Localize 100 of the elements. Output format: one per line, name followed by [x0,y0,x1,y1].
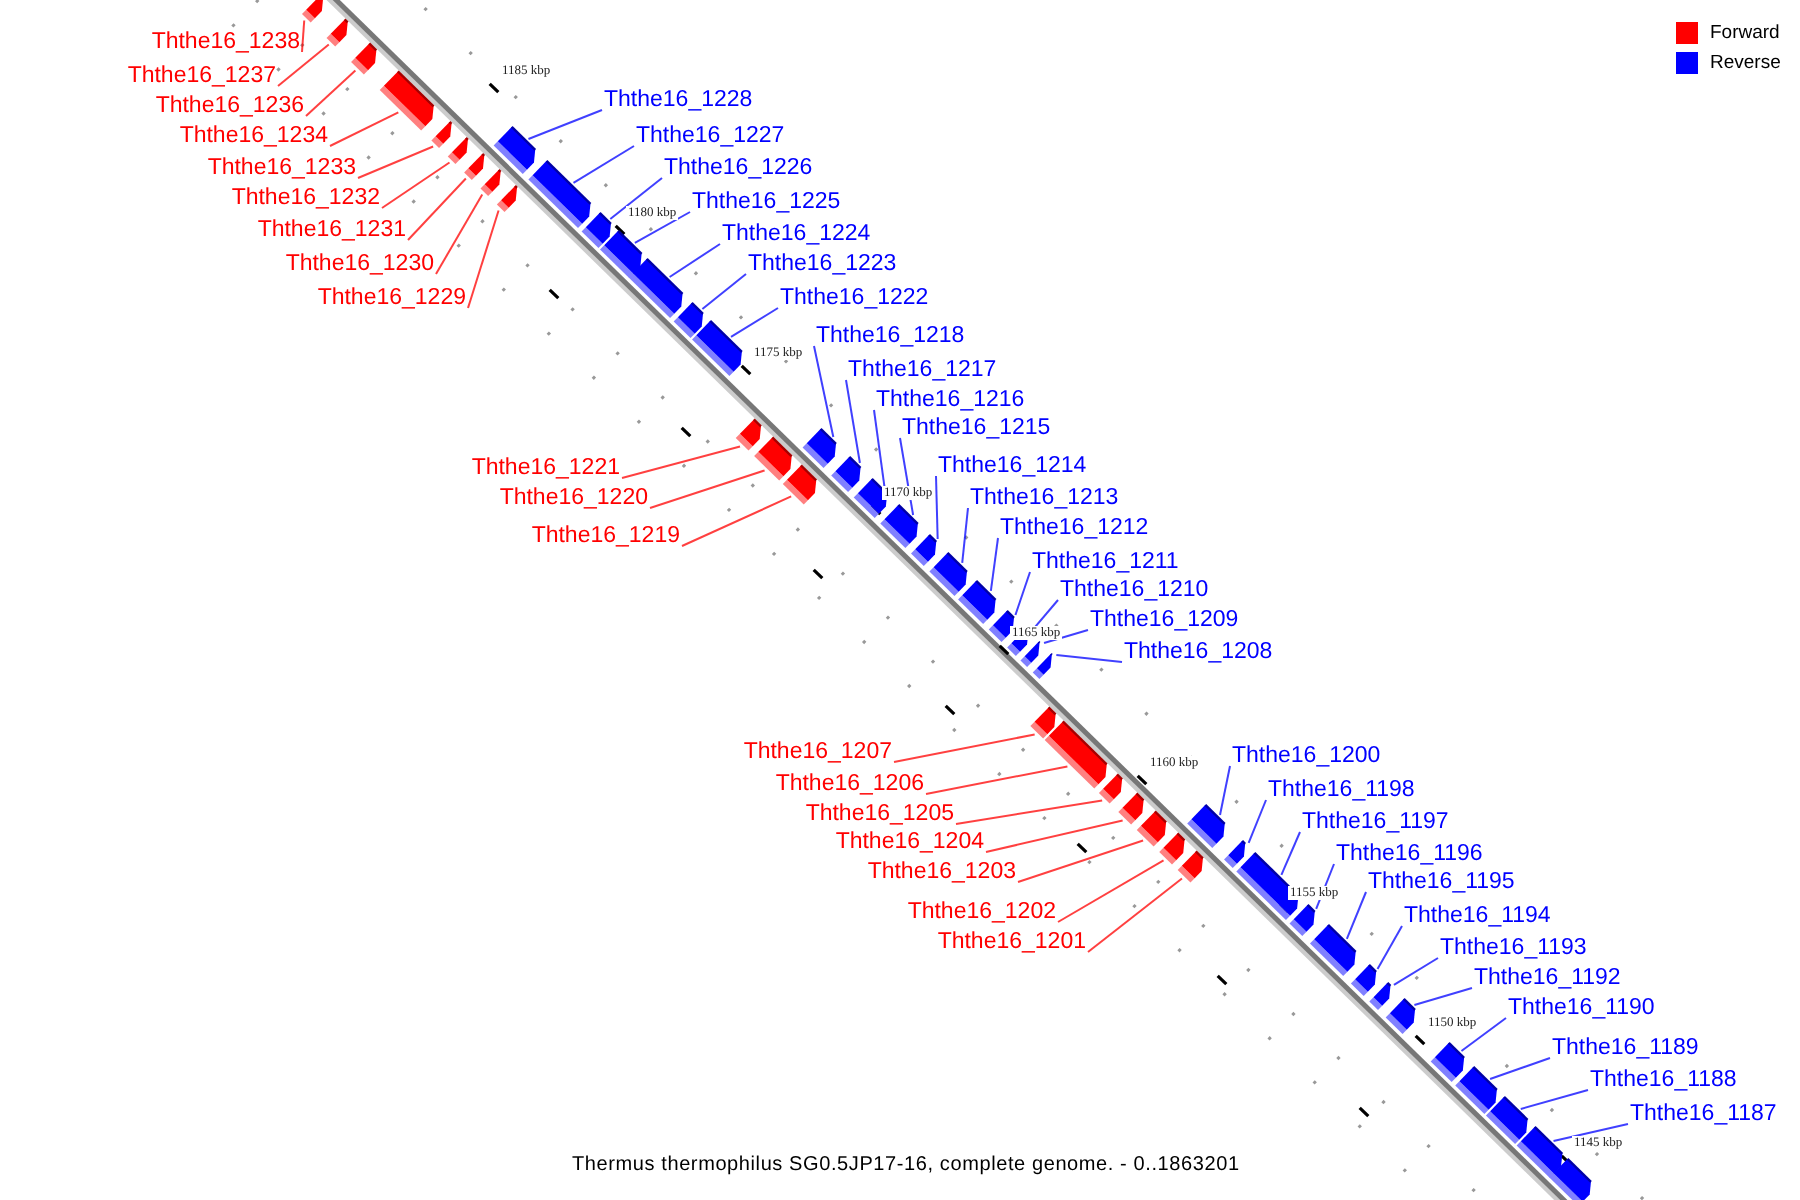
gene-label: Ththe16_1203 [867,860,1016,886]
gene-block [958,580,997,624]
gene-block [528,160,592,228]
gene-label: Ththe16_1233 [207,156,356,182]
gene-label: Ththe16_1238 [151,30,300,56]
leader-line [1413,987,1473,1006]
leader-line [1057,859,1165,923]
gene-label: Ththe16_1237 [127,64,276,90]
leader-line [1017,839,1145,883]
leader-line [873,409,886,488]
gene-label: Ththe16_1209 [1090,608,1239,634]
gene-label: Ththe16_1207 [743,740,892,766]
gene-label: Ththe16_1188 [1590,1068,1737,1094]
gene-label: Ththe16_1200 [1232,744,1381,770]
gene-block [496,185,518,213]
leader-line [1014,571,1031,616]
gene-label: Ththe16_1206 [775,772,924,798]
leader-line [730,307,779,338]
gene-block [351,42,378,75]
leader-line [305,69,357,117]
gene-block [493,126,537,174]
leader-line [813,345,835,438]
gene-label: Ththe16_1214 [938,454,1087,480]
gene-label: Ththe16_1212 [1000,516,1149,542]
leader-line [467,209,500,309]
gene-label: Ththe16_1201 [937,930,1086,956]
leader-line [357,145,435,179]
leader-line [1280,831,1301,876]
gene-label: Ththe16_1228 [604,88,753,114]
gene-label: Ththe16_1202 [907,900,1056,926]
gene-label: Ththe16_1193 [1440,936,1587,962]
gene-label: Ththe16_1232 [231,186,380,212]
leader-line [1392,957,1439,986]
gene-label: Ththe16_1234 [179,124,328,150]
gene-block [464,153,486,181]
gene-label: Ththe16_1215 [902,416,1051,442]
gene-block [1224,840,1247,868]
gene-label: Ththe16_1194 [1404,904,1551,930]
leader-line [893,733,1036,763]
leader-line [925,765,1069,795]
gene-label: Ththe16_1208 [1124,640,1273,666]
leader-line [1460,1017,1507,1052]
leader-line [649,469,766,509]
gene-label: Ththe16_1190 [1508,996,1655,1022]
gene-label: Ththe16_1231 [257,218,406,244]
gene-label: Ththe16_1189 [1552,1036,1699,1062]
leader-line [621,445,741,479]
leader-line [1489,1057,1551,1080]
leader-line [572,145,635,184]
leader-line [668,243,721,278]
gene-block [480,169,502,197]
gene-label: Ththe16_1220 [499,486,648,512]
gene-block [911,534,938,566]
gene-label: Ththe16_1226 [664,156,813,182]
leader-line [527,109,603,140]
gene-block [1309,924,1357,976]
gene-block [1032,653,1053,679]
leader-line [1552,1123,1629,1142]
gene-label: Ththe16_1204 [835,830,984,856]
leader-line [1376,925,1403,970]
leader-line [301,19,306,53]
gene-label: Ththe16_1222 [780,286,929,312]
caption: Thermus thermophilus SG0.5JP17-16, complete genome. - 0..1863201 [572,1154,1240,1178]
leader-line [277,43,330,87]
gene-block [1430,1042,1465,1082]
gene-block [802,428,837,468]
leader-line [1219,765,1231,816]
gene-label: Ththe16_1218 [816,324,965,350]
gene-block [447,137,469,165]
leader-line [633,211,691,244]
gene-block [301,0,324,23]
gene-block [692,320,743,376]
gene-label: Ththe16_1197 [1302,810,1449,836]
gene-block [1030,706,1057,739]
leader-line [845,379,861,464]
leader-line [1030,599,1059,632]
gene-label: Ththe16_1205 [805,802,954,828]
leader-line [681,495,793,547]
leader-line [985,819,1124,853]
leader-line [935,475,939,540]
leader-line [1247,799,1267,844]
gene-block [1020,641,1041,667]
gene-label: Ththe16_1225 [692,190,841,216]
gene-label: Ththe16_1213 [970,486,1119,512]
leader-line [701,273,747,310]
gene-block [326,18,349,47]
legend-label: Reverse [1710,52,1781,74]
leader-line [989,537,999,592]
gene-label: Ththe16_1216 [876,388,1025,414]
gene-label: Ththe16_1230 [285,252,434,278]
leader-line [955,799,1104,825]
leader-line [1043,629,1089,644]
leader-line [381,161,451,209]
gene-label: Ththe16_1224 [722,222,871,248]
gene-block [673,302,704,338]
gene-block [1187,804,1226,848]
gene-block [1136,810,1167,847]
gene-block [628,258,684,318]
gene-label: Ththe16_1219 [531,524,680,550]
gene-block [1485,1096,1529,1144]
